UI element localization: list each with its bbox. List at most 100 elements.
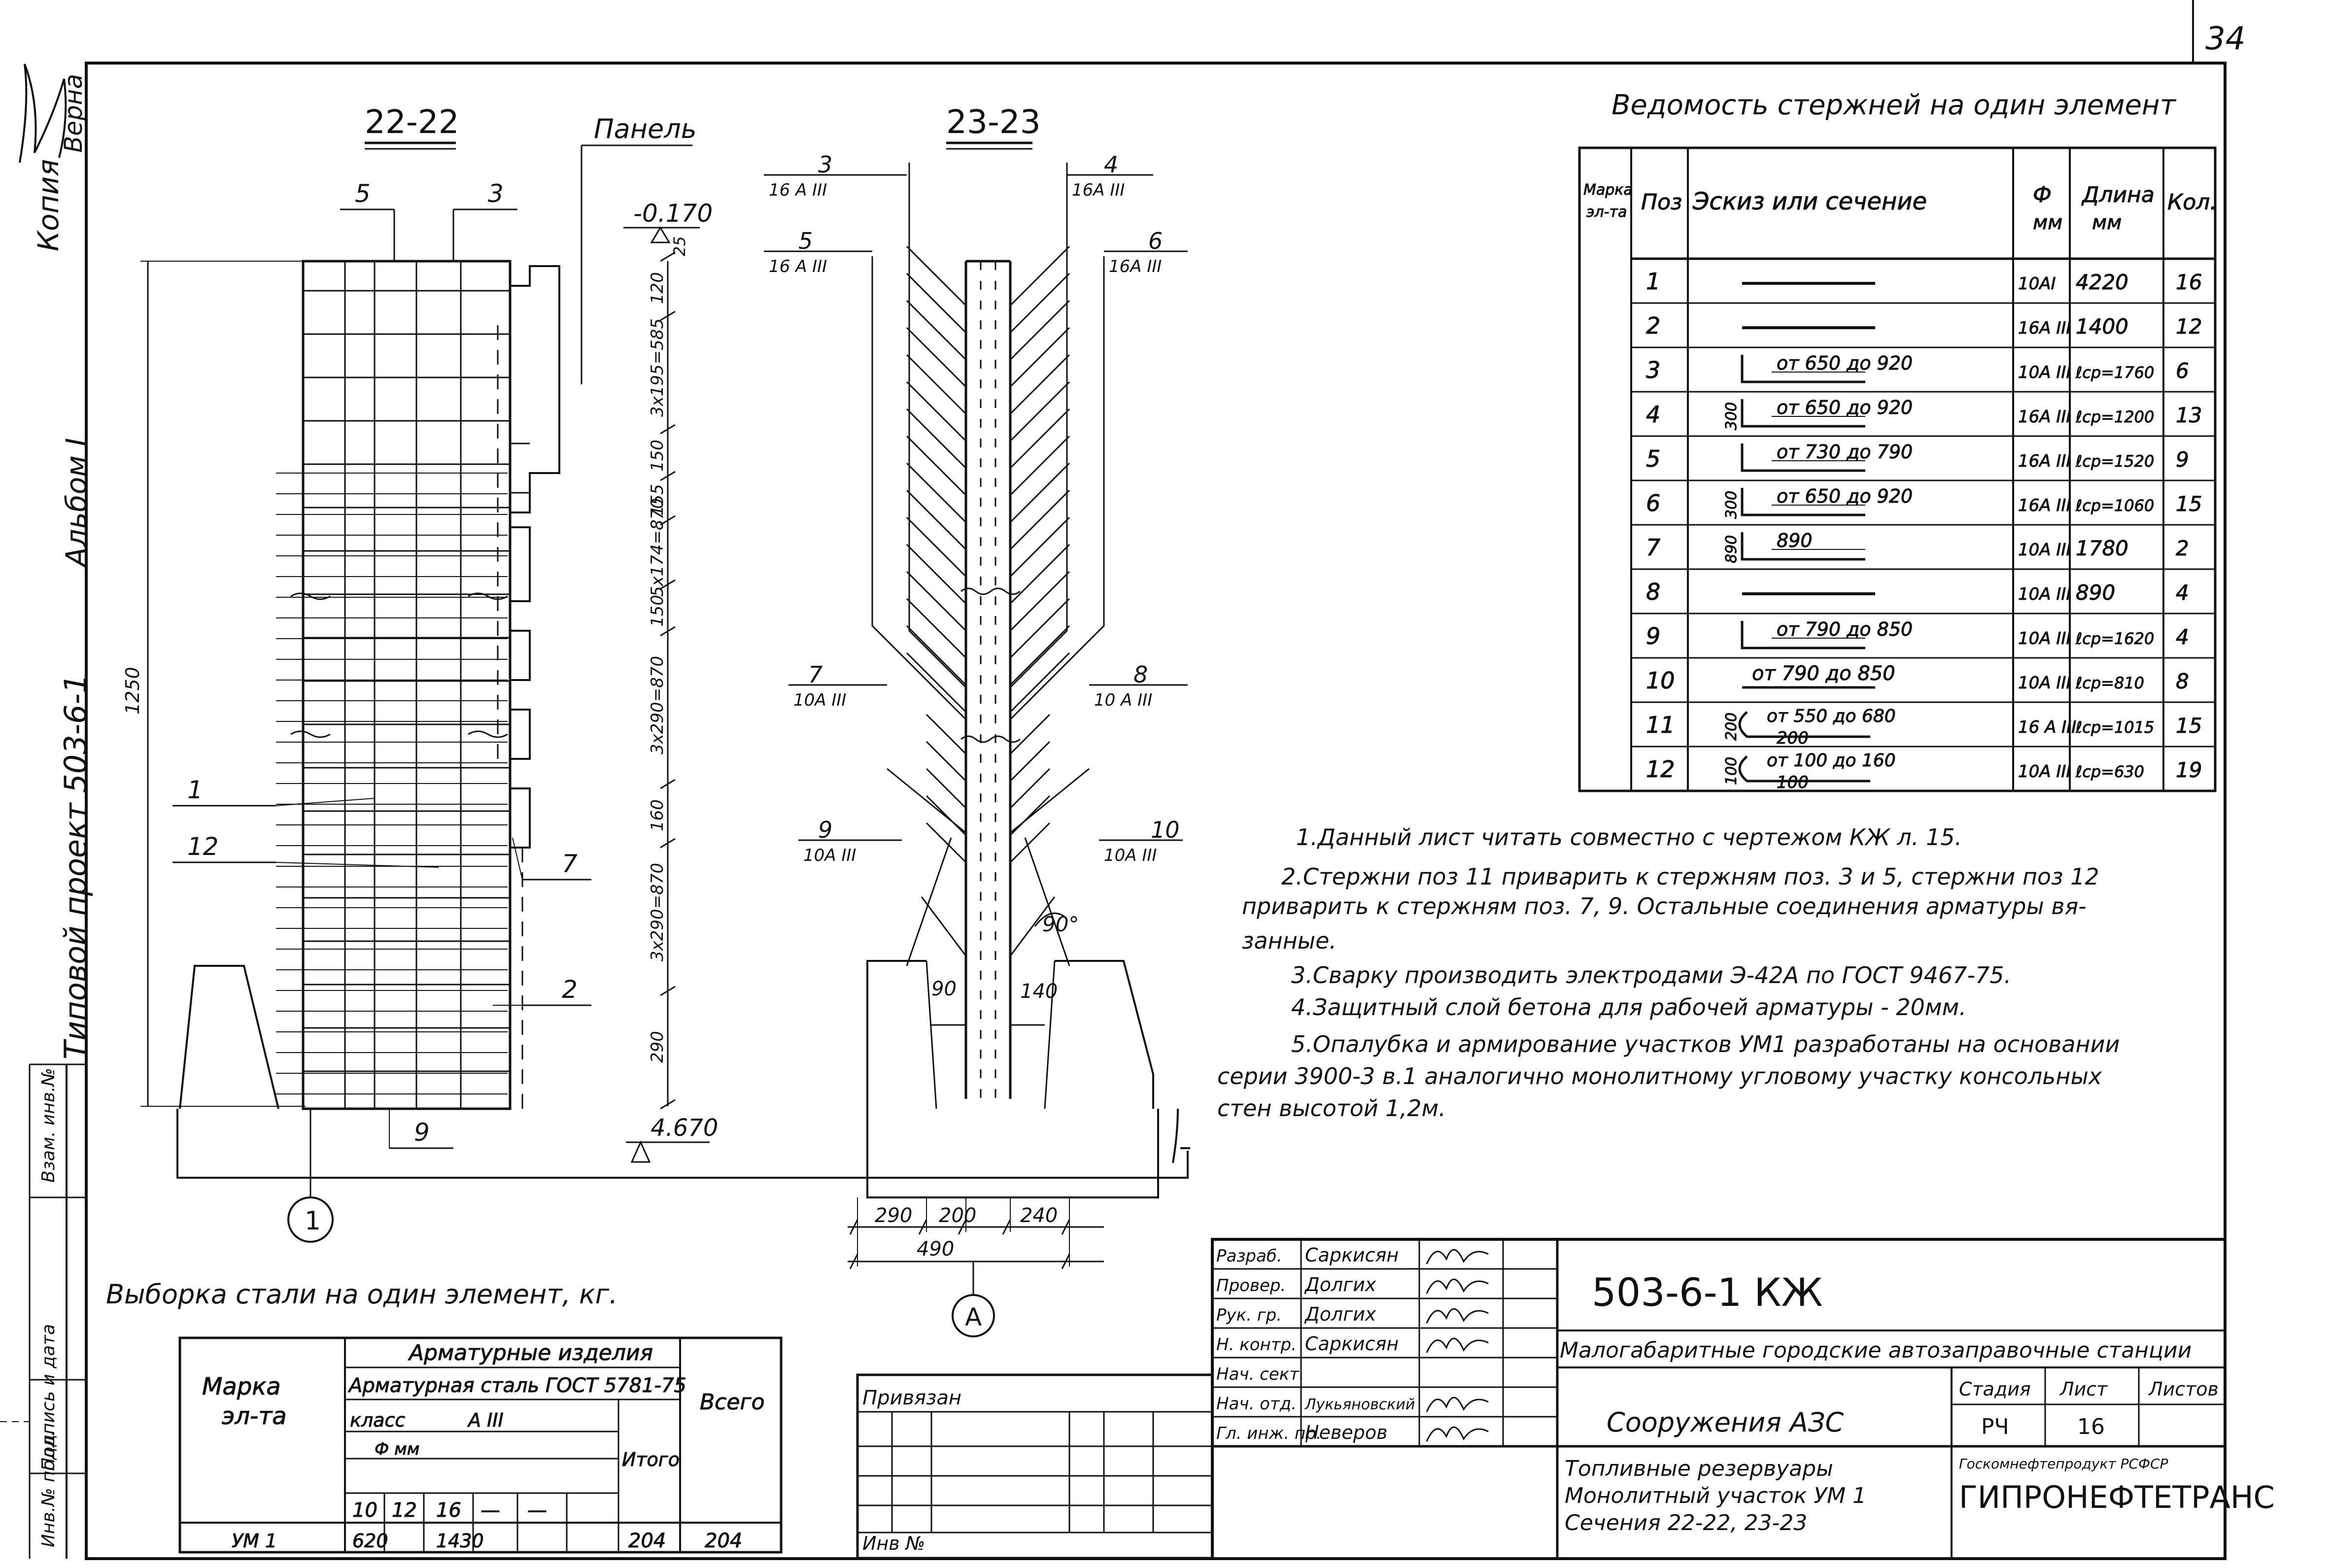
sec23-callout-bar-10: 10А III: [1104, 846, 1157, 865]
note-line: 4.Защитный слой бетона для рабочей армат…: [1291, 994, 1966, 1021]
ved-header-len: Длина: [2081, 182, 2155, 207]
ved-row-sketch-label: от 650 до 920: [1777, 485, 1913, 507]
vyb-itogo: Итого: [622, 1449, 680, 1470]
side-project: Типовой проект 503-6-1: [58, 674, 94, 1059]
stamp-name: Лукьяновский: [1304, 1396, 1415, 1413]
ved-row-pos: 4: [1646, 401, 1660, 428]
stamp-stage: РЧ: [1981, 1414, 2009, 1439]
ved-row-dia: 16А III: [2018, 496, 2071, 515]
note-line: 3.Сварку производить электродами Э-42А п…: [1291, 962, 2011, 989]
ved-row-pos: 7: [1646, 534, 1660, 561]
stamp-stage-label: Стадия: [1959, 1378, 2031, 1400]
sec23-callout-pos-7: 7: [808, 661, 823, 688]
vyb-vsego: Всего: [700, 1390, 764, 1415]
vyb-row-value: 620: [352, 1530, 388, 1552]
stamp-sheet: 16: [2077, 1414, 2105, 1439]
sec22-position-12: 12: [187, 832, 219, 861]
stamp-name: Саркисян: [1305, 1333, 1399, 1355]
ved-row-dia: 16А III: [2018, 407, 2071, 427]
ved-row-sketch-side: 200: [1723, 713, 1740, 741]
vyb-marka: Марка: [202, 1373, 281, 1400]
ved-row-len: ℓср=810: [2075, 674, 2144, 692]
sec22-position-3: 3: [488, 179, 504, 208]
ved-row-sketch-side: 100: [1723, 757, 1740, 785]
vyb-diameter: —: [527, 1499, 547, 1522]
stamp-role: Н. контр.: [1216, 1335, 1297, 1355]
vyb-dia-label: Ф мм: [375, 1439, 419, 1459]
ved-row-sketch-label: от 100 до 160: [1767, 750, 1896, 771]
vyb-izdelia: Арматурные изделия: [408, 1340, 653, 1365]
sec22-dim-right: 3x290=870: [648, 656, 667, 754]
note-line: стен высотой 1,2м.: [1217, 1095, 1446, 1122]
sec23-dim-90: 90: [931, 978, 957, 1000]
ved-header-qty: Кол.: [2167, 190, 2217, 215]
sec23-dim-bottom: 290: [875, 1204, 912, 1227]
note-line: 2.Стержни поз 11 приварить к стержням по…: [1281, 863, 2099, 890]
sec22-dim-right: 150: [648, 440, 667, 472]
ved-row-qty: 2: [2176, 536, 2189, 560]
stamp-role: Гл. инж. пр.: [1216, 1424, 1321, 1443]
sec22-position-9: 9: [414, 1118, 430, 1147]
ved-row-sketch-bar: [1741, 355, 1865, 383]
vyborka-title: Выборка стали на один элемент, кг.: [106, 1279, 617, 1310]
ved-header-dia: Ф: [2033, 182, 2052, 207]
ved-row-dia: 10А III: [2018, 584, 2071, 604]
vyb-diameter: 10: [352, 1499, 377, 1522]
sec22-dim-total: 1250: [122, 667, 143, 715]
vyb-marka2: эл-та: [222, 1402, 287, 1430]
ved-row-sketch-label: 890: [1777, 530, 1813, 551]
vyb-row-value: 1430: [436, 1530, 484, 1552]
ved-row-len: ℓср=630: [2075, 762, 2144, 781]
ved-row-sketch-side: 300: [1723, 402, 1740, 430]
stamp-code: 503-6-1 КЖ: [1592, 1271, 1823, 1315]
sec23-callout-pos-4: 4: [1104, 151, 1118, 178]
sec23-callout-pos-5: 5: [798, 228, 813, 254]
sec23-dim-140: 140: [1020, 980, 1058, 1003]
sec23-callout-pos-6: 6: [1148, 228, 1163, 254]
ved-row-len: ℓср=1620: [2075, 629, 2154, 648]
side-inv-podl: Инв.№ подл.: [38, 1431, 59, 1547]
ved-row-len: 1400: [2076, 314, 2128, 339]
ved-header-len-unit: мм: [2092, 211, 2122, 234]
stamp-role: Нач. сект.: [1216, 1364, 1304, 1384]
note-line: серии 3900-3 в.1 аналогично монолитному …: [1217, 1063, 2102, 1090]
sec23-axis-bubble: [952, 1294, 995, 1337]
ved-row-pos: 2: [1646, 312, 1660, 339]
stamp-desc: Монолитный участок УМ 1: [1565, 1483, 1866, 1508]
sec22-position-5: 5: [355, 179, 371, 208]
ved-row-dia: 16А III: [2018, 451, 2071, 471]
ved-row-pos: 8: [1646, 579, 1660, 605]
vyborka-table: Выборка стали на один элемент, кг. Марка…: [106, 1279, 783, 1554]
ved-row-sketch-label: от 790 до 850: [1752, 662, 1895, 685]
vyb-klass-label: класс: [350, 1409, 405, 1431]
vedomost-table: Ведомость стержней на один элемент Марка…: [1578, 89, 2217, 793]
stamp-sheets-label: Листов: [2148, 1378, 2219, 1400]
sec22-axis-label: 1: [305, 1206, 321, 1236]
ved-row-pos: 10: [1646, 667, 1675, 694]
ved-row-pos: 6: [1646, 490, 1660, 516]
stamp-role: Провер.: [1216, 1276, 1286, 1295]
ved-row-qty: 4: [2176, 580, 2189, 605]
note-line: занные.: [1242, 927, 1337, 954]
sec23-dim-bottom: 240: [1020, 1204, 1058, 1227]
note-line: приварить к стержням поз. 7, 9. Остальны…: [1242, 893, 2087, 920]
ved-row-len: ℓср=1520: [2075, 452, 2154, 471]
vyb-stal: Арматурная сталь ГОСТ 5781-75: [347, 1374, 686, 1397]
sec23-dim-bottom: 200: [939, 1204, 976, 1227]
sec23-angle: 90°: [1042, 912, 1079, 936]
stamp-role: Рук. гр.: [1216, 1305, 1282, 1325]
vyb-diameter: —: [480, 1499, 500, 1522]
ved-row-pos: 11: [1646, 712, 1675, 738]
stamp-signature: [1426, 1337, 1489, 1353]
sec22-position-7: 7: [562, 850, 578, 878]
ved-row-pos: 9: [1646, 623, 1660, 649]
stamp-title: Малогабаритные городские автозаправочные…: [1560, 1338, 2192, 1363]
ved-header-mark2: эл-та: [1586, 204, 1627, 221]
ved-row-sketch-bar: [1738, 711, 1870, 738]
stamp-sheet-label: Лист: [2059, 1378, 2108, 1400]
ved-row-qty: 4: [2176, 625, 2189, 649]
sec23-dim-total: 490: [917, 1238, 954, 1261]
title-block: Разраб.Провер.Рук. гр.Н. контр.Нач. сект…: [1211, 1238, 2275, 1560]
ved-row-sketch-label: от 790 до 850: [1777, 618, 1913, 640]
